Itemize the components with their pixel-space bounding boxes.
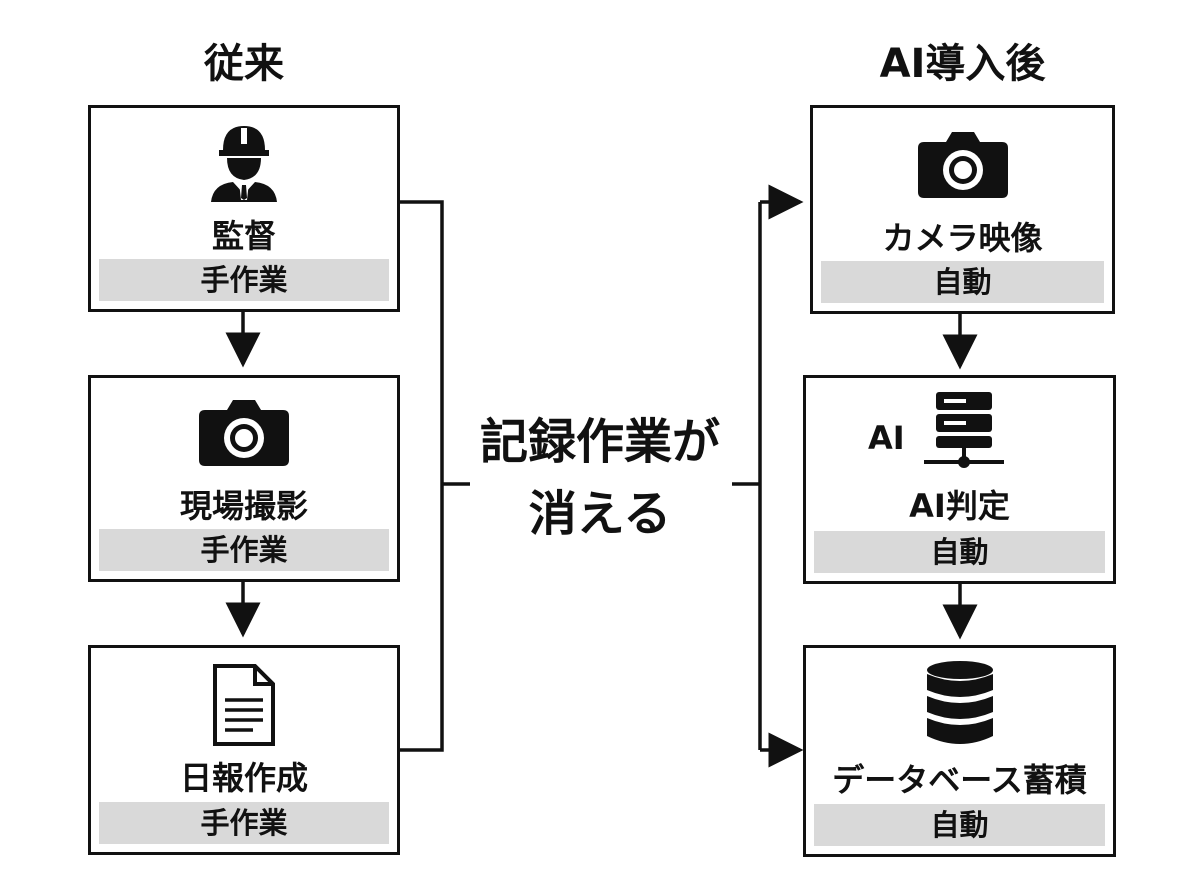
step-daily-report: 日報作成 手作業: [88, 645, 400, 855]
document-icon: [213, 664, 275, 746]
left-bracket: [400, 200, 444, 752]
manual-badge: 手作業: [99, 529, 389, 571]
camera-icon: [199, 400, 289, 466]
ai-icon-text: AI: [868, 419, 905, 457]
right-column-title: AI導入後: [879, 41, 1046, 87]
step-label: 日報作成: [179, 759, 308, 797]
step-label: データベース蓄積: [832, 761, 1087, 799]
manual-badge: 手作業: [99, 802, 389, 844]
step-label: 監督: [211, 217, 276, 255]
center-message-line1: 記録作業が: [479, 414, 720, 470]
supervisor-helmet-icon: [211, 126, 277, 202]
database-icon: [926, 661, 993, 744]
auto-badge: 自動: [821, 261, 1104, 303]
step-ai-judgment: AI AI判定 自動: [803, 375, 1116, 584]
step-label: 現場撮影: [179, 487, 308, 525]
step-database-storage: データベース蓄積 自動: [803, 645, 1116, 857]
left-column-title: 従来: [204, 41, 284, 87]
center-message-line2: 消える: [528, 486, 672, 542]
auto-badge: 自動: [814, 804, 1105, 846]
step-camera-video: カメラ映像 自動: [810, 105, 1115, 314]
ai-server-icon: [924, 392, 1004, 468]
step-label: カメラ映像: [882, 219, 1043, 257]
step-label: AI判定: [909, 487, 1010, 525]
step-site-photo: 現場撮影 手作業: [88, 375, 400, 582]
auto-badge: 自動: [814, 531, 1105, 573]
camera-icon: [917, 132, 1008, 198]
manual-badge: 手作業: [99, 259, 389, 301]
step-supervisor: 監督 手作業: [88, 105, 400, 312]
